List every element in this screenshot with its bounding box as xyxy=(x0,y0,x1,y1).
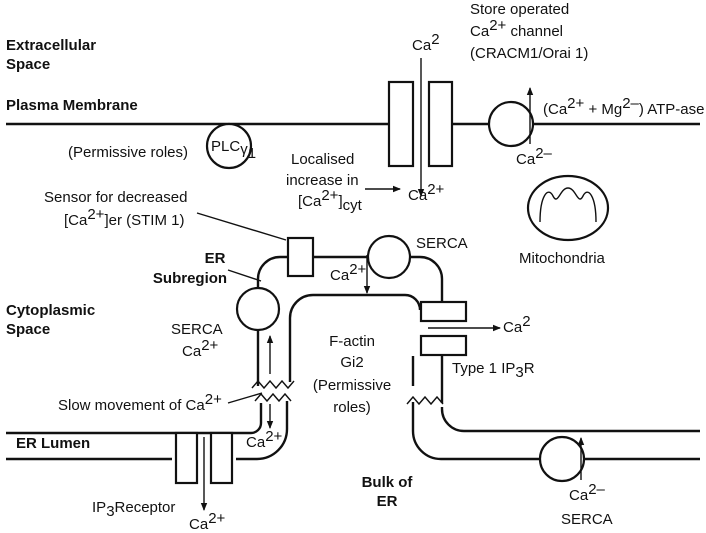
serca-left-pump xyxy=(235,286,281,332)
zigzag-break-left-upper xyxy=(251,379,295,390)
localised-label-line-3: [Ca2+]cyt xyxy=(298,187,363,214)
zigzag-break-right xyxy=(406,395,444,406)
ca-pmca-label: Ca2– xyxy=(516,145,553,168)
slow-movement-label: Slow movement of Ca2+ xyxy=(58,391,222,414)
serca-bottom-label: SERCA xyxy=(561,511,613,528)
region-label-bulk-er-2: ER xyxy=(377,493,398,510)
stim1-label-line-1: Sensor for decreased xyxy=(44,189,187,206)
region-label-cytoplasmic-1: Cytoplasmic xyxy=(6,302,95,319)
ca-ip3r-release-label: Ca2 xyxy=(503,313,531,336)
orai1-channel-left-subunit xyxy=(387,80,415,168)
er-subregion-top-right xyxy=(410,255,444,302)
ca-localised-label: Ca2+ xyxy=(408,181,445,204)
region-label-er-subregion-2: Subregion xyxy=(153,270,227,287)
er-subregion-outer-wall xyxy=(6,403,263,435)
er-membrane-outer-mid xyxy=(236,401,289,461)
pmca-label: (Ca2+ + Mg2–) ATP-ase xyxy=(543,95,704,118)
ip3-receptor-right-subunit xyxy=(209,431,234,485)
ca-serca-bottom-label: Ca2– xyxy=(569,481,606,504)
stim1-sensor-box xyxy=(286,236,315,278)
er-subregion-leader-line xyxy=(227,269,262,282)
ip3-receptor-left-subunit xyxy=(174,431,199,485)
soc-label-line-3: (CRACM1/Orai 1) xyxy=(470,45,588,62)
factin-label-line-2: Gi2 xyxy=(340,354,363,371)
region-label-er-lumen: ER Lumen xyxy=(16,435,90,452)
er-wall-inner-bulk xyxy=(411,402,700,461)
region-label-cytoplasmic-2: Space xyxy=(6,321,50,338)
region-label-extracellular-1: Extracellular xyxy=(6,37,96,54)
stim1-label-line-2: [Ca2+]er (STIM 1) xyxy=(64,206,184,229)
serca-left-label: SERCA xyxy=(171,321,223,338)
stim1-leader-line xyxy=(196,212,287,241)
orai1-channel-right-subunit xyxy=(427,80,454,168)
serca-top-pump xyxy=(366,234,412,280)
slow-movement-leader-line xyxy=(227,392,263,404)
mitochondrion-icon xyxy=(526,174,610,242)
region-label-extracellular-2: Space xyxy=(6,56,50,73)
ca-serca-left-label: Ca2+ xyxy=(182,337,219,360)
factin-label-line-3: (Permissive xyxy=(313,377,391,394)
ca-bottom-label: Ca2+ xyxy=(189,510,226,533)
factin-label-line-1: F-actin xyxy=(329,333,375,350)
type1-ip3r-label: Type 1 IP3R xyxy=(452,360,535,381)
soc-label-line-2: Ca2+ channel xyxy=(470,17,563,40)
er-wall-right-bulk xyxy=(440,407,700,433)
zigzag-break-left-lower xyxy=(254,392,292,403)
soc-label-line-1: Store operated xyxy=(470,1,569,18)
region-label-bulk-er-1: Bulk of xyxy=(362,474,414,491)
localised-label-line-1: Localised xyxy=(291,151,354,168)
pmca-atpase-pump xyxy=(487,100,535,148)
localised-label-line-2: increase in xyxy=(286,172,359,189)
er-membrane-inner-left xyxy=(288,293,422,382)
factin-label-line-4: roles) xyxy=(333,399,371,416)
ip3-receptor-label: IP3Receptor xyxy=(92,499,175,520)
type1-ip3r-upper-subunit xyxy=(419,300,468,323)
plc-gamma-1-label: PLCγ1 xyxy=(211,138,256,162)
ca-lumen-label: Ca2+ xyxy=(246,428,283,451)
region-label-plasma-membrane: Plasma Membrane xyxy=(6,97,138,114)
type1-ip3r-lower-subunit xyxy=(419,334,468,357)
ca-top-label: Ca2 xyxy=(412,31,440,54)
serca-bottom-pump xyxy=(538,435,586,483)
er-subregion-outer-wall-upper xyxy=(256,255,368,386)
ca-serca-top-label: Ca2+ xyxy=(330,261,367,284)
mitochondria-label: Mitochondria xyxy=(519,250,606,267)
region-label-er-subregion-1: ER xyxy=(205,250,226,267)
serca-top-label: SERCA xyxy=(416,235,468,252)
plc-gamma-1-circle xyxy=(205,122,253,170)
permissive-roles-label: (Permissive roles) xyxy=(68,144,188,161)
